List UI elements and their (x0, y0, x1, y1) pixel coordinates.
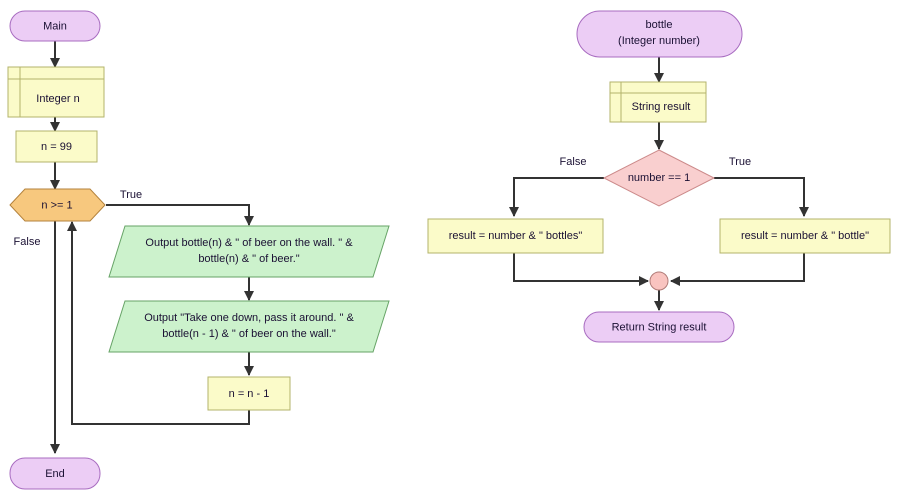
output1-shape (108, 225, 390, 278)
assign-n-99-shape (15, 130, 98, 163)
output1-line2: bottle(n) & " of beer." (198, 253, 299, 265)
node-return-string-result[interactable]: Return String result (583, 311, 735, 343)
main-start-label: Main (43, 20, 67, 32)
edge-decrement-loopback (67, 221, 250, 425)
merge-junction-shape (649, 271, 669, 291)
node-integer-n-declaration[interactable]: Integer n (7, 66, 105, 118)
return-label: Return String result (612, 321, 707, 333)
edge-false-action-to-merge (513, 253, 649, 286)
result-bottles-plural-shape (427, 218, 604, 254)
edge-bottle-true (714, 177, 809, 217)
node-merge-junction[interactable] (649, 271, 669, 291)
string-result-shape (609, 81, 707, 123)
node-main-start[interactable]: Main (9, 10, 101, 42)
node-main-end[interactable]: End (9, 457, 101, 490)
main-end-label: End (45, 468, 65, 480)
node-string-result-declaration[interactable]: String result (609, 81, 707, 123)
node-output-bottles-on-wall[interactable]: Output bottle(n) & " of beer on the wall… (108, 225, 390, 278)
integer-n-shape (7, 66, 105, 118)
bottle-start-shape (576, 10, 743, 58)
main-true-branch-label: True (120, 189, 142, 201)
output2-shape (108, 300, 390, 353)
result-bottle-singular-label: result = number & " bottle" (741, 230, 869, 242)
edge-condition-true (106, 204, 254, 226)
string-result-label: String result (632, 101, 691, 113)
edge-bottle-false (509, 177, 604, 217)
condition-diamond-shape (602, 149, 716, 207)
node-bottle-start[interactable]: bottle (Integer number) (576, 10, 743, 58)
condition-n-ge-1-label: n >= 1 (41, 199, 72, 211)
node-decrement-n[interactable]: n = n - 1 (207, 376, 291, 411)
result-bottle-singular-shape (719, 218, 891, 254)
bottle-start-line2: (Integer number) (618, 35, 700, 47)
condition-hexagon-shape (9, 188, 106, 222)
node-result-bottle-singular[interactable]: result = number & " bottle" (719, 218, 891, 254)
assign-n-99-label: n = 99 (41, 141, 72, 153)
result-bottles-plural-label: result = number & " bottles" (449, 230, 583, 242)
node-condition-number-eq-1[interactable]: number == 1 (602, 149, 716, 207)
output2-line2: bottle(n - 1) & " of beer on the wall." (162, 328, 336, 340)
node-output-take-one-down[interactable]: Output "Take one down, pass it around. "… (108, 300, 390, 353)
return-shape (583, 311, 735, 343)
main-start-shape (9, 10, 101, 42)
edge-true-action-to-merge (670, 253, 805, 286)
bottle-true-branch-label: True (729, 156, 751, 168)
main-connectors (50, 41, 254, 454)
integer-n-label: Integer n (36, 93, 79, 105)
decrement-n-shape (207, 376, 291, 411)
condition-number-eq-1-label: number == 1 (628, 172, 690, 184)
main-false-branch-label: False (14, 236, 41, 248)
node-result-bottles-plural[interactable]: result = number & " bottles" (427, 218, 604, 254)
bottle-false-branch-label: False (560, 156, 587, 168)
bottle-start-line1: bottle (646, 19, 673, 31)
bottle-connectors (509, 56, 809, 311)
node-condition-n-ge-1[interactable]: n >= 1 (9, 188, 106, 222)
main-end-shape (9, 457, 101, 490)
output2-line1: Output "Take one down, pass it around. "… (144, 312, 354, 324)
decrement-n-label: n = n - 1 (229, 388, 270, 400)
output1-line1: Output bottle(n) & " of beer on the wall… (145, 237, 353, 249)
node-assign-n-99[interactable]: n = 99 (15, 130, 98, 163)
